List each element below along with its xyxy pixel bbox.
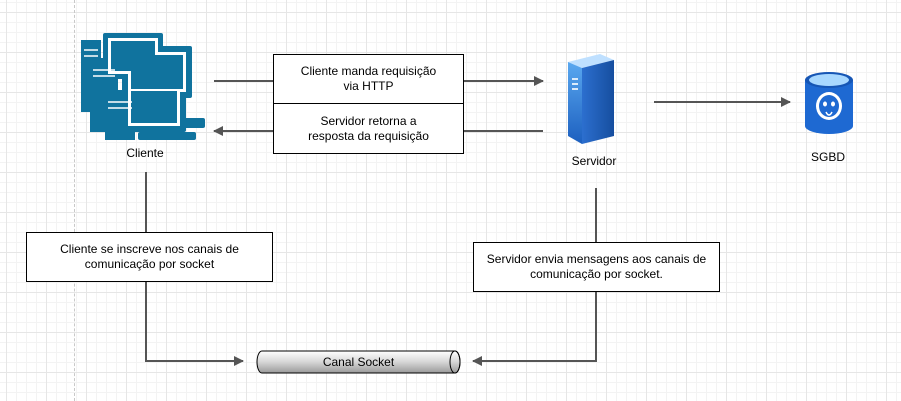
- server-icon: [566, 52, 616, 149]
- subscribe-box: Cliente se inscreve nos canais de comuni…: [26, 232, 273, 282]
- sgbd-label: SGBD: [810, 150, 845, 164]
- server-send-box: Servidor envia mensagens aos canais de c…: [473, 242, 720, 292]
- servidor-label: Servidor: [571, 154, 617, 168]
- cliente-label: Cliente: [126, 146, 164, 160]
- response-box: Servidor retorna a resposta da requisiçã…: [273, 103, 464, 154]
- database-icon: [803, 70, 855, 139]
- socket-channel-label: Canal Socket: [322, 355, 395, 369]
- socket-channel-cylinder: [256, 350, 461, 374]
- page-guide-line: [74, 0, 75, 401]
- computers-icon: [78, 30, 213, 148]
- request-box: Cliente manda requisição via HTTP: [273, 54, 464, 104]
